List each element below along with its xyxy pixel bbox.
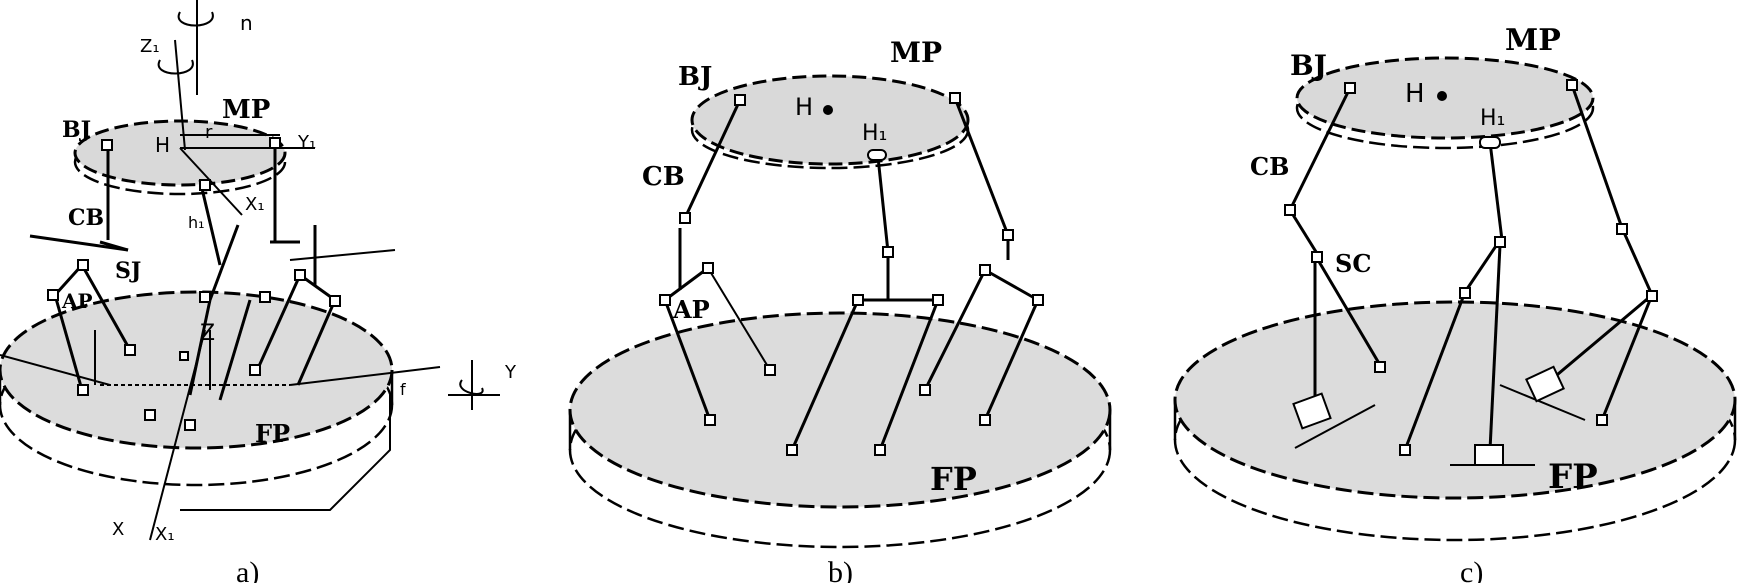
label-sc-c: SC xyxy=(1335,249,1371,278)
caption-b: b) xyxy=(828,556,853,583)
label-x-a: X xyxy=(112,519,124,540)
label-mp-a: MP xyxy=(222,95,270,125)
label-z-a: Z xyxy=(200,321,215,346)
label-mp-b: MP xyxy=(890,36,942,69)
fixed-platform-c xyxy=(1173,300,1737,542)
label-n-a: n xyxy=(240,11,253,35)
caption-a: a) xyxy=(236,556,259,583)
joints-b xyxy=(659,92,1044,456)
label-fp-b: FP xyxy=(930,460,977,498)
moving-platform-a xyxy=(73,119,287,196)
label-h1-a: h₁ xyxy=(188,213,205,232)
label-f-a: f xyxy=(400,380,406,399)
joints-a xyxy=(47,137,341,431)
label-cb-b: CB xyxy=(642,162,685,192)
label-h-b: H xyxy=(795,93,813,121)
label-ap-b: AP xyxy=(672,295,710,324)
label-sj-a: SJ xyxy=(115,258,141,284)
label-cb-c: CB xyxy=(1250,152,1289,181)
joints-c xyxy=(1284,79,1658,466)
label-z1-a: Z₁ xyxy=(140,36,160,57)
label-bj-a: BJ xyxy=(62,117,91,143)
panel-a: MP BJ CB SJ AP FP n r Z₁ Y₁ X₁ h₁ Z Y X … xyxy=(0,0,517,583)
label-y-a: Y xyxy=(504,362,517,383)
label-h1-c: H₁ xyxy=(1480,106,1505,131)
label-cb-a: CB xyxy=(68,205,104,231)
label-h1-b: H₁ xyxy=(862,121,887,146)
label-h-a: H xyxy=(155,133,170,157)
label-r-a: r xyxy=(205,122,213,143)
panel-c: MP BJ CB SC FP H H₁ c) xyxy=(1173,23,1737,583)
fixed-platform-b xyxy=(568,311,1112,549)
label-bj-b: BJ xyxy=(678,62,712,92)
legs-b xyxy=(663,97,1040,451)
label-mp-c: MP xyxy=(1505,23,1561,58)
moving-platform-b xyxy=(690,74,970,170)
legs-c xyxy=(1288,84,1654,466)
caption-c: c) xyxy=(1460,556,1483,583)
label-fp-a: FP xyxy=(255,419,290,448)
label-x1b-a: X₁ xyxy=(155,524,175,545)
label-x1-a: X₁ xyxy=(245,194,265,215)
label-ap-a: AP xyxy=(61,289,93,313)
panel-b: MP BJ CB AP FP H H₁ b) xyxy=(568,36,1112,583)
legs-a xyxy=(0,140,500,541)
label-h-c: H xyxy=(1405,79,1425,109)
label-bj-c: BJ xyxy=(1290,49,1327,82)
fixed-platform-a xyxy=(0,290,394,487)
label-fp-c: FP xyxy=(1548,457,1598,497)
label-y1-a: Y₁ xyxy=(297,132,316,153)
